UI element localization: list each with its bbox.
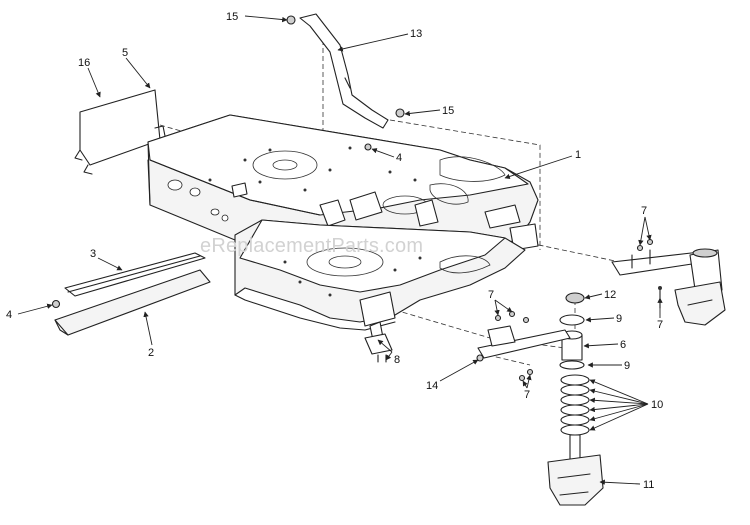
callout-4-left: 4	[6, 309, 12, 321]
callout-2: 2	[148, 347, 154, 359]
callout-7-right-top: 7	[641, 205, 647, 217]
callout-14: 14	[426, 380, 438, 392]
callout-5: 5	[122, 47, 128, 59]
callout-13: 13	[410, 28, 422, 40]
leader-lines	[17, 15, 663, 485]
callout-labels: 15 13 15 1 4 5 16 3 4 2 8 7 7 14 7 7 12 …	[6, 11, 663, 491]
callout-3: 3	[90, 248, 96, 260]
callout-11: 11	[643, 479, 654, 491]
deck-shield-plate	[74, 89, 166, 175]
callout-7-lower: 7	[524, 389, 530, 401]
callout-1: 1	[575, 149, 581, 161]
callout-16: 16	[78, 57, 90, 69]
callout-9-top: 9	[616, 313, 622, 325]
lift-rod	[286, 13, 405, 129]
callout-9-bottom: 9	[624, 360, 630, 372]
anti-scalp-bracket	[611, 248, 726, 326]
callout-15-right: 15	[442, 105, 454, 117]
callout-12: 12	[604, 289, 616, 301]
callout-7-center: 7	[488, 289, 494, 301]
callout-6: 6	[620, 339, 626, 351]
callout-15-top: 15	[226, 11, 238, 23]
watermark: eReplacementParts.com	[200, 235, 423, 257]
deck-shield	[54, 269, 211, 336]
caster-arm	[476, 325, 571, 362]
callout-8: 8	[394, 354, 400, 366]
deck-baffle	[51, 252, 206, 309]
mower-deck-lower	[234, 219, 526, 351]
spacer-washers	[560, 374, 590, 436]
callout-4-top: 4	[396, 152, 402, 164]
callout-7-right-bottom: 7	[657, 319, 663, 331]
callout-10: 10	[651, 399, 663, 411]
caster-yoke	[547, 434, 604, 506]
fasteners	[364, 143, 654, 382]
